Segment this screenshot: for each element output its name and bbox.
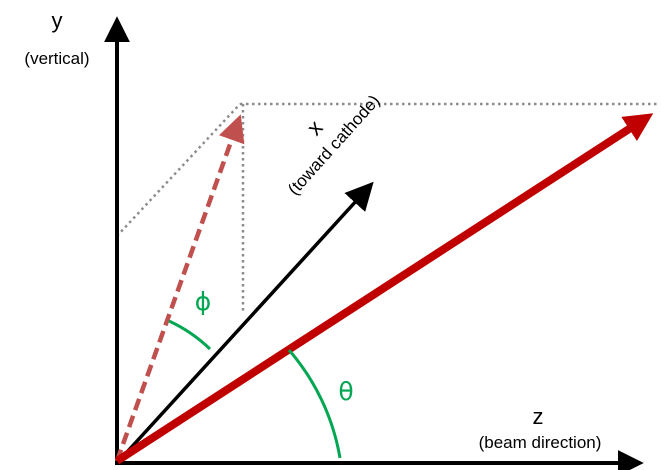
theta-arc (287, 349, 342, 459)
phi-label: ϕ (195, 287, 212, 316)
z-axis-subtitle: (beam direction) (479, 433, 602, 452)
x-axis-subtitle: (toward cathode) (284, 91, 383, 199)
y-axis-label: y (52, 8, 63, 33)
phi-arc (168, 319, 212, 351)
x-axis (115, 181, 374, 465)
x-axis-label: x (302, 115, 328, 140)
z-axis-label: z (533, 404, 544, 429)
theta-label: θ (338, 377, 353, 406)
main-vector (114, 113, 654, 465)
y-axis-subtitle: (vertical) (24, 49, 89, 68)
projected-vector (114, 114, 245, 462)
